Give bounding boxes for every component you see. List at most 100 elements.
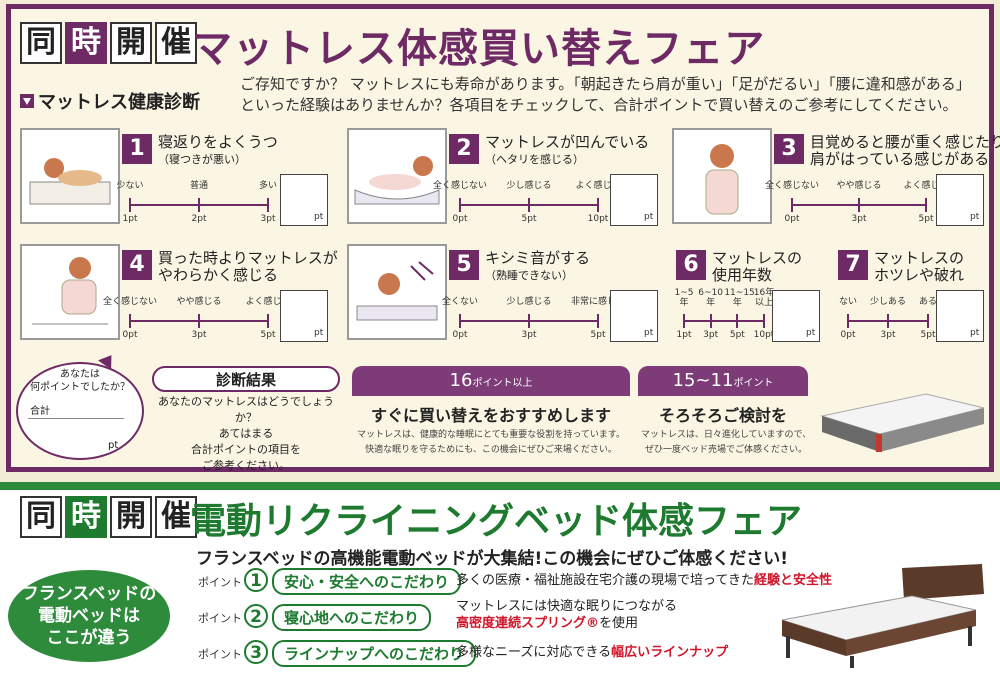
- note-line: マットレスは、健康的な睡眠にとても重要な役割を持っています。: [357, 430, 625, 440]
- score-entry-box[interactable]: [610, 174, 658, 226]
- score-entry-box[interactable]: [936, 174, 984, 226]
- total-speech-bubble: [16, 362, 144, 460]
- scale-label: 16年以上: [753, 288, 775, 308]
- question-title: マットレスの: [874, 249, 965, 267]
- scale-points: 3pt: [851, 214, 867, 224]
- score-entry-box[interactable]: [772, 290, 820, 342]
- result-16-range: 16: [449, 370, 473, 391]
- score-entry-box[interactable]: [936, 290, 984, 342]
- badge-char: 同: [20, 496, 62, 538]
- point-number: 2: [244, 604, 268, 628]
- note-line: マットレスは、日々進化していますので、: [640, 430, 812, 440]
- question-number: 5: [449, 250, 479, 280]
- scale-tick: [459, 198, 461, 212]
- scale-tick: [763, 314, 765, 328]
- score-entry-box[interactable]: [280, 290, 328, 342]
- scale-tick: [459, 314, 461, 328]
- scale-points: 3pt: [521, 330, 537, 340]
- question-title-line2: 使用年数: [712, 266, 773, 284]
- scale-points: 0pt: [122, 330, 138, 340]
- scale-line: [684, 320, 764, 322]
- scale-tick: [925, 198, 927, 212]
- scale-tick: [847, 314, 849, 328]
- score-unit: pt: [644, 212, 654, 222]
- desc-text: マットレスには快適な眠りにつながる: [456, 599, 678, 614]
- badge-char: 同: [20, 22, 62, 64]
- question-subtitle: （寝つきが悪い）: [158, 153, 246, 166]
- scale-label: やや感じる: [176, 297, 222, 307]
- scale-points: 3pt: [191, 330, 207, 340]
- desc-highlight: 経験と安全性: [753, 573, 832, 588]
- scale-label: やや感じる: [836, 181, 882, 191]
- note-line: ぜひ一度ベッド売場でご体感ください。: [644, 445, 807, 455]
- scale-tick: [528, 314, 530, 328]
- result-16-note: マットレスは、健康的な睡眠にとても重要な役割を持っています。 快適な眠りを守るた…: [352, 428, 630, 458]
- result-heading: 診断結果: [152, 366, 340, 392]
- bed-badge: 同 時 開 催: [20, 496, 197, 538]
- illustration-shoulder-pain: [672, 128, 772, 224]
- scale-label: ある: [918, 297, 937, 307]
- mattress-title: マットレス体感買い替えフェア: [192, 26, 766, 72]
- scale-label: 少しある: [869, 297, 906, 307]
- result-16-suffix: ポイント以上: [472, 378, 533, 389]
- badge-line: 電動ベッドは: [37, 606, 140, 626]
- total-entry-line[interactable]: [28, 418, 124, 419]
- scale-label: 多い: [258, 181, 277, 191]
- scale-points: 3pt: [703, 330, 719, 340]
- scale-tick: [267, 198, 269, 212]
- question-subtitle: （ヘタリを感じる）: [485, 153, 584, 166]
- badge-char: 時: [65, 496, 107, 538]
- score-unit: pt: [806, 328, 816, 338]
- score-unit: pt: [970, 212, 980, 222]
- result-15-headline: そろそろご検討を: [658, 406, 787, 425]
- scale-points: 3pt: [260, 214, 276, 224]
- scale-points: 0pt: [784, 214, 800, 224]
- scale-tick: [927, 314, 929, 328]
- scale-label: 少し感じる: [506, 181, 552, 191]
- question-number: 7: [838, 250, 868, 280]
- result-15-note: マットレスは、日々進化していますので、 ぜひ一度ベッド売場でご体感ください。: [638, 428, 814, 458]
- scale-points: 5pt: [729, 330, 745, 340]
- result-16-banner: 16ポイント以上: [352, 366, 630, 396]
- point-number: 1: [244, 568, 268, 592]
- illustration-soft-mattress: [20, 244, 120, 340]
- bed-title: 電動リクライニングベッド体感フェア: [190, 501, 803, 542]
- scale-points: 1pt: [676, 330, 692, 340]
- result-line: 合計ポイントの項目を: [191, 443, 301, 456]
- badge-line: ここが違う: [46, 628, 132, 648]
- score-entry-box[interactable]: [280, 174, 328, 226]
- question-title-line2: ホツレや破れ: [874, 266, 965, 284]
- mattress-image: [816, 378, 988, 458]
- question-title-line2: 肩がはっている感じがある: [810, 150, 990, 168]
- result-line: あてはまる: [218, 427, 274, 440]
- intro-line: といった経験はありませんか？各項目をチェックして、合計ポイントで買い替えのご参考…: [240, 96, 958, 114]
- scale-tick: [267, 314, 269, 328]
- scale-label: よく感じる: [245, 297, 291, 307]
- scale-tick: [129, 314, 131, 328]
- badge-char: 開: [110, 22, 152, 64]
- scale-tick: [791, 198, 793, 212]
- note-line: 快適な眠りを守るためにも、この機会にぜひご来場ください。: [365, 445, 617, 455]
- question-title: キシミ音がする: [485, 249, 591, 267]
- electric-bed-image: [762, 560, 994, 672]
- total-question-line: 何ポイントでしたか？: [30, 382, 130, 393]
- scale-label: 全くない: [441, 297, 478, 307]
- scale-points: 5pt: [590, 330, 606, 340]
- scale-label: 全く感じない: [432, 181, 487, 191]
- point-label: ポイント: [198, 612, 242, 625]
- scale-points: 10pt: [753, 330, 775, 340]
- point-description: 多様なニーズに対応できる幅広いラインナップ: [456, 644, 728, 661]
- total-question-line: あなたは: [60, 369, 100, 380]
- desc-highlight: 幅広いラインナップ: [611, 645, 729, 660]
- point-number: 3: [244, 640, 268, 664]
- score-entry-box[interactable]: [610, 290, 658, 342]
- scale-points: 5pt: [521, 214, 537, 224]
- scale-label: 1~5年: [674, 288, 694, 308]
- illustration-sagging-mattress: [347, 128, 447, 224]
- desc-text: を使用: [599, 616, 639, 631]
- point-label: ポイント: [198, 648, 242, 661]
- question-number: 3: [774, 134, 804, 164]
- badge-char: 催: [155, 22, 197, 64]
- result-15-suffix: ポイント: [733, 378, 774, 389]
- score-unit: pt: [644, 328, 654, 338]
